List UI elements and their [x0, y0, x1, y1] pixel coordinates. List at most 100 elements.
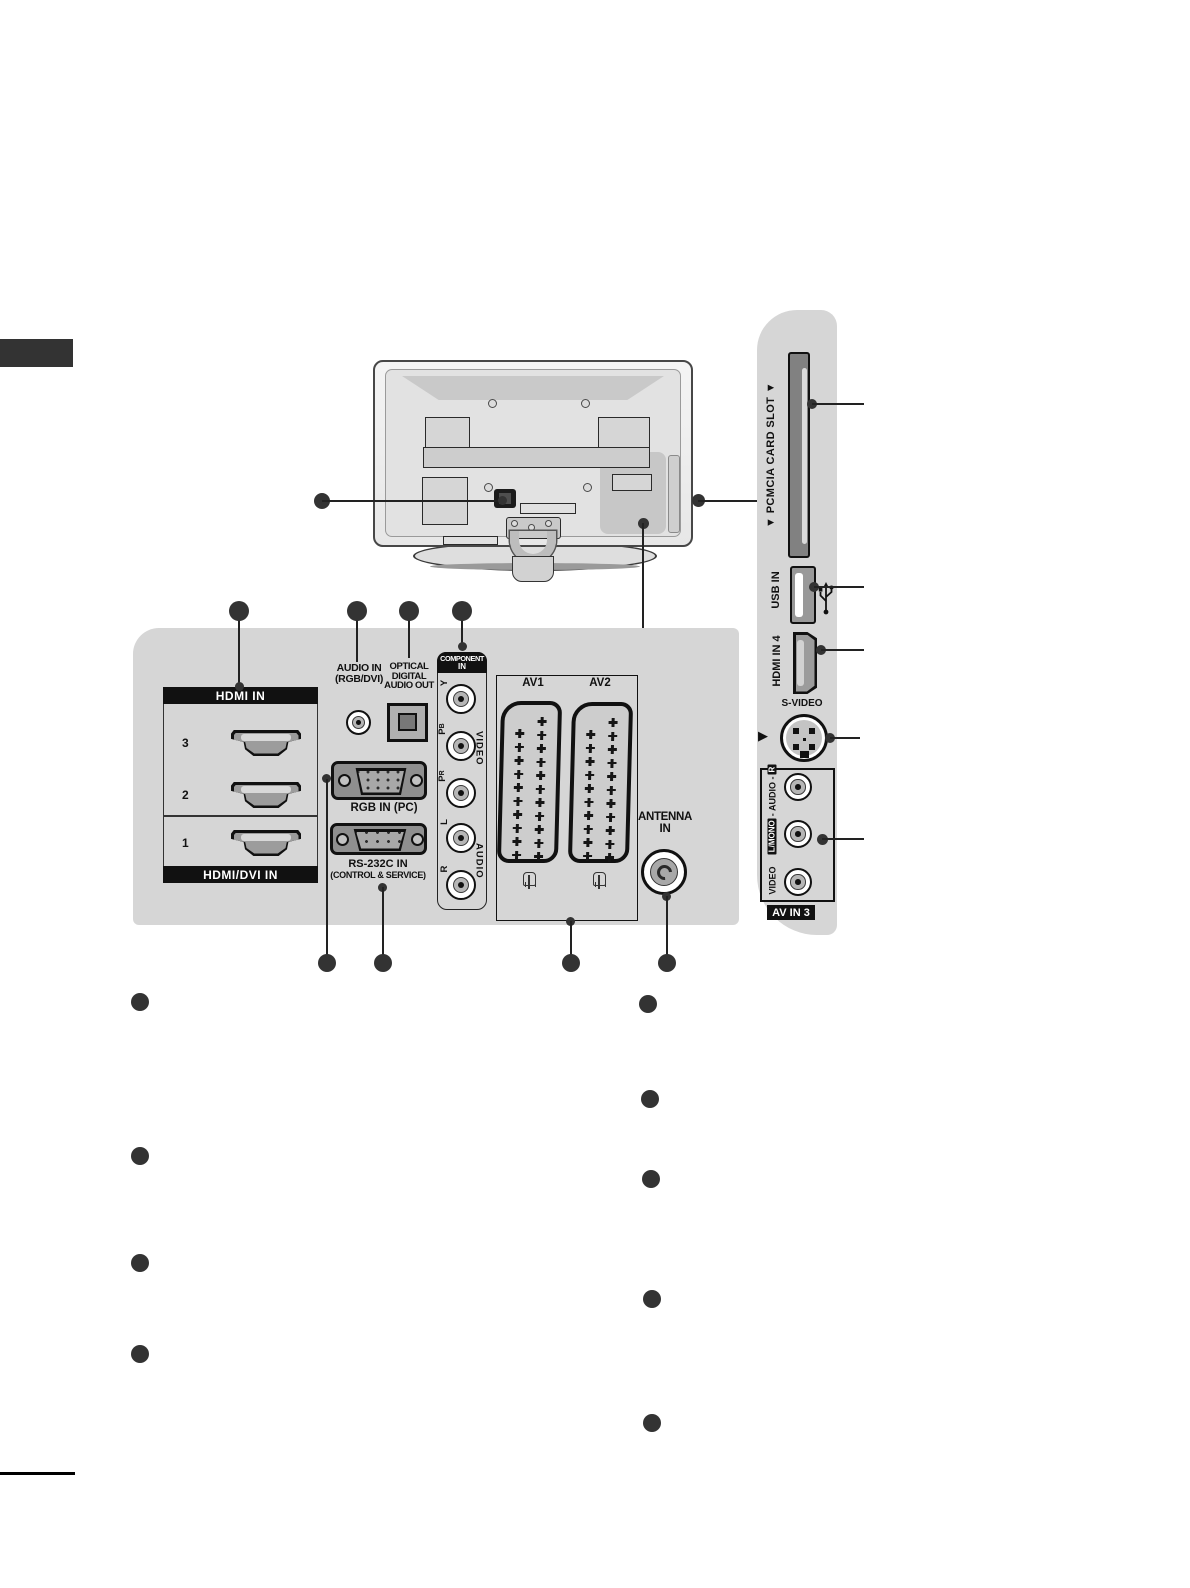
hdmi-dvi-footer: HDMI/DVI IN	[163, 866, 318, 883]
antenna-in-port	[641, 849, 687, 895]
callout-dot-8	[658, 954, 676, 972]
hdmi-port-2-number: 2	[182, 788, 189, 802]
list-bullet	[643, 1414, 661, 1432]
hdmi-in-header: HDMI IN	[163, 687, 318, 704]
av1-label: AV1	[522, 677, 544, 689]
connector-screw	[336, 833, 349, 846]
scart-pin-column	[534, 717, 547, 861]
callout-dot-5	[318, 954, 336, 972]
rs232-label: RS-232C IN (CONTROL & SERVICE)	[318, 858, 438, 881]
antenna-label-line1: ANTENNA	[637, 811, 693, 823]
svideo-pin	[793, 728, 799, 734]
component-in-header: COMPONENT IN	[437, 652, 487, 673]
list-bullet	[639, 995, 657, 1013]
callout-dot-2	[347, 601, 367, 621]
tv-stand-neck	[512, 556, 554, 582]
screw	[511, 520, 518, 527]
callout-line	[821, 649, 864, 651]
svideo-pin	[793, 744, 799, 750]
screw	[583, 483, 592, 492]
svideo-pin	[809, 728, 815, 734]
hdmi-group-divider	[163, 815, 318, 817]
callout-tip	[235, 682, 244, 691]
rs232-label-line1: RS-232C IN	[348, 858, 408, 870]
audio-in-label: AUDIO IN (RGB/DVI)	[318, 663, 400, 684]
svideo-notch	[800, 751, 809, 758]
callout-line	[570, 921, 572, 963]
usb-port	[790, 566, 816, 624]
rgb-in-face	[355, 768, 407, 795]
tv-vent-bar	[423, 447, 650, 468]
av3-video-jack	[784, 868, 812, 896]
rs232-connector	[330, 823, 427, 855]
svideo-pin	[803, 738, 806, 741]
ground-icon	[523, 872, 536, 889]
component-pb-jack	[446, 731, 476, 761]
screw	[488, 399, 497, 408]
antenna-port-arc	[653, 861, 675, 883]
callout-line	[830, 737, 860, 739]
list-bullet	[131, 1345, 149, 1363]
screw	[528, 524, 535, 531]
pcmcia-label: ▼ PCMCIA CARD SLOT ▼	[765, 381, 777, 529]
hdmi-port-1-number: 1	[182, 836, 189, 850]
rgb-in-connector	[331, 761, 427, 800]
audio-in-label-line1: AUDIO IN	[336, 662, 382, 674]
callout-line	[666, 896, 668, 958]
scart-pin-column	[605, 718, 618, 862]
hdmi4-port-slit	[797, 640, 804, 686]
usb-port-slit	[795, 573, 803, 617]
callout-line	[356, 611, 358, 662]
screw	[581, 399, 590, 408]
tv-label-strip	[520, 503, 576, 514]
tv-label-strip	[443, 536, 498, 545]
av3-audio-r-jack	[784, 773, 812, 801]
hdmi4-label: HDMI IN 4	[771, 635, 783, 687]
callout-dot-1	[229, 601, 249, 621]
av1-scart-connector	[496, 701, 563, 863]
pcmcia-slot-slit	[802, 368, 807, 544]
av3-audio-labels: L/MONO - AUDIO - R	[766, 764, 779, 855]
antenna-label-line2: IN	[659, 822, 671, 835]
svideo-label: S-VIDEO	[781, 698, 823, 709]
callout-line	[408, 611, 410, 658]
callout-line	[814, 586, 864, 588]
hdmi-port-3-number: 3	[182, 736, 189, 750]
screw	[484, 483, 493, 492]
component-pr-jack	[446, 778, 476, 808]
callout-tip	[322, 774, 331, 783]
optical-label: OPTICAL DIGITAL AUDIO OUT	[382, 662, 436, 691]
av3-video-label: VIDEO	[767, 866, 777, 895]
callout-line	[326, 779, 328, 963]
list-bullet	[643, 1290, 661, 1308]
list-bullet	[131, 1147, 149, 1165]
callout-tip	[458, 642, 467, 651]
rs232-label-line2: (CONTROL & SERVICE)	[330, 870, 426, 880]
rgb-in-label: RGB IN (PC)	[350, 802, 418, 814]
rs232-face	[353, 829, 407, 851]
av-in-3-block	[760, 768, 835, 902]
footer-rule	[0, 1472, 75, 1475]
section-tab	[0, 339, 73, 367]
callout-dot-3	[399, 601, 419, 621]
optical-label-line1: OPTICAL	[389, 661, 429, 672]
av3-audio-l-jack	[784, 820, 812, 848]
optical-label-line2: DIGITAL	[391, 670, 427, 682]
ground-icon	[593, 872, 606, 889]
connector-screw	[338, 774, 351, 787]
callout-line	[642, 523, 644, 630]
usb-label: USB IN	[770, 571, 782, 609]
optical-label-line3: AUDIO OUT	[384, 680, 434, 691]
av3-lmono-label: L/MONO	[767, 818, 777, 855]
callout-tip	[498, 496, 507, 505]
av2-label: AV2	[589, 677, 611, 689]
tv-panel-rect	[612, 474, 652, 491]
callout-line	[822, 838, 864, 840]
callout-dot-4	[452, 601, 472, 621]
tv-panel-rect	[425, 417, 470, 449]
list-bullet	[642, 1170, 660, 1188]
list-bullet	[641, 1090, 659, 1108]
jack-label: L	[438, 819, 450, 825]
